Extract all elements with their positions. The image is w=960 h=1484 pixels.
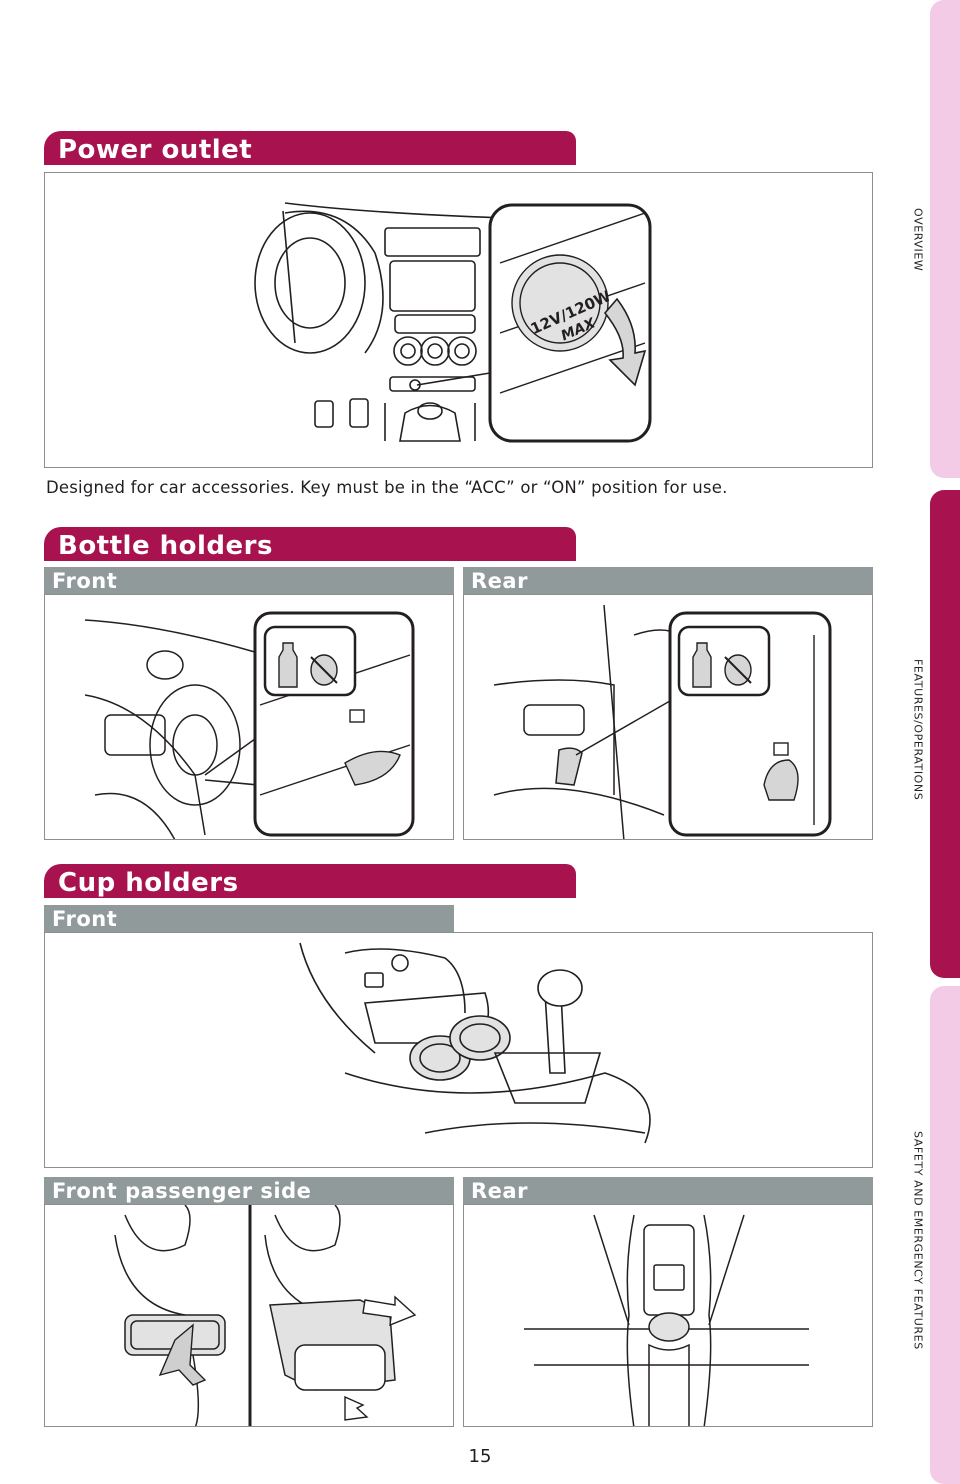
- page-number: 15: [468, 1446, 492, 1467]
- cup-rear-illustration: [463, 1204, 873, 1427]
- power-outlet-title: Power outlet: [44, 131, 576, 165]
- power-outlet-caption: Designed for car accessories. Key must b…: [46, 478, 728, 497]
- cup-holders-title: Cup holders: [44, 864, 576, 898]
- rotate-down-arrow-icon: [344, 1395, 369, 1421]
- pull-arrow-icon: [362, 1295, 417, 1327]
- side-label-features: FEATURES/OPERATIONS: [895, 620, 941, 840]
- power-outlet-drawing: 12V/120W MAX: [254, 202, 652, 443]
- side-tab-overview[interactable]: [930, 0, 960, 478]
- side-label-overview: OVERVIEW: [895, 190, 941, 290]
- cup-passenger-label: Front passenger side: [44, 1177, 454, 1204]
- cup-front-label: Front: [44, 905, 454, 932]
- side-label-overview-text: OVERVIEW: [911, 208, 925, 272]
- side-label-safety-text: SAFETY AND EMERGENCY FEATURES: [911, 1130, 925, 1350]
- side-tab-features[interactable]: [930, 490, 960, 978]
- cup-front-illustration: [44, 932, 873, 1168]
- push-arrow-icon: [158, 1323, 207, 1386]
- bottle-front-label: Front: [44, 567, 454, 594]
- cup-rear-label: Rear: [463, 1177, 873, 1204]
- cup-passenger-illustration: [44, 1204, 454, 1427]
- side-label-safety: SAFETY AND EMERGENCY FEATURES: [895, 1110, 941, 1370]
- power-outlet-illustration: 12V/120W MAX: [44, 172, 873, 468]
- bottle-rear-illustration: [463, 594, 873, 840]
- bottle-holders-title: Bottle holders: [44, 527, 576, 561]
- bottle-rear-label: Rear: [463, 567, 873, 594]
- bottle-front-illustration: [44, 594, 454, 840]
- side-label-features-text: FEATURES/OPERATIONS: [911, 659, 925, 801]
- side-tab-safety[interactable]: [930, 986, 960, 1484]
- rotate-arrow-icon: [603, 297, 647, 387]
